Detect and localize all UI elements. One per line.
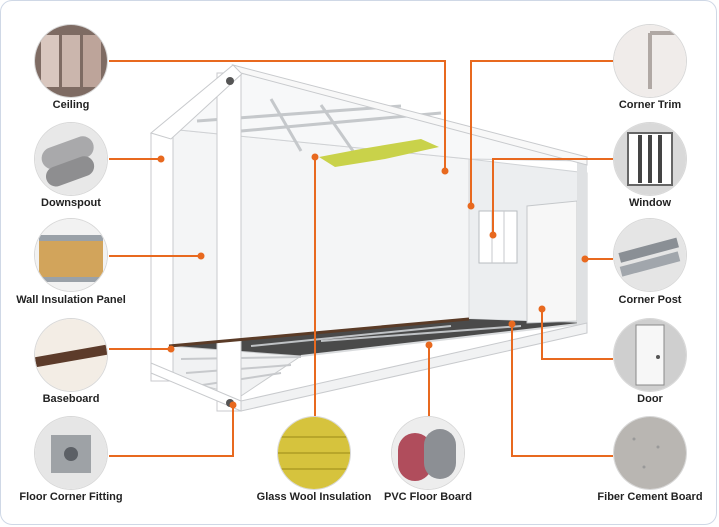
baseboard-icon [35, 319, 107, 391]
long-top-rail [231, 64, 588, 166]
door-icon [614, 319, 686, 391]
glass-wool-insulation-label: Glass Wool Insulation [256, 491, 372, 503]
corner-post-label: Corner Post [618, 294, 682, 306]
glass-wool-layer [319, 139, 439, 167]
baseboard-label: Baseboard [42, 393, 100, 405]
corner-trim-label: Corner Trim [618, 99, 682, 111]
downspout-pipe-icon [35, 123, 107, 195]
window-icon [614, 123, 686, 195]
left-wall [168, 128, 470, 347]
sandwich-panel-icon [35, 219, 107, 291]
floor-corner-fitting-label: Floor Corner Fitting [19, 491, 123, 503]
fiber-cement-board-label: Fiber Cement Board [597, 491, 703, 503]
window-label: Window [628, 197, 672, 209]
door-panel [526, 200, 578, 324]
corner-fitting-icon [35, 417, 107, 489]
corner-post-icon [614, 219, 686, 291]
glass-wool-icon [278, 417, 350, 489]
ceiling-panel-icon [35, 25, 107, 97]
downspout-label: Downspout [41, 197, 101, 209]
leader-lines [109, 60, 613, 457]
front-right-post [216, 72, 242, 412]
pvc-roll-icon [392, 417, 464, 489]
window-frame [478, 210, 518, 264]
wall-insulation-panel-label: Wall Insulation Panel [16, 294, 126, 306]
ceiling-label: Ceiling [52, 99, 90, 111]
corner-trim-icon [614, 25, 686, 97]
cement-board-icon [614, 417, 686, 489]
door-label: Door [637, 393, 663, 405]
end-frame [577, 161, 587, 325]
long-bottom-rail [240, 322, 588, 412]
pvc-floor-board-label: PVC Floor Board [383, 491, 472, 503]
